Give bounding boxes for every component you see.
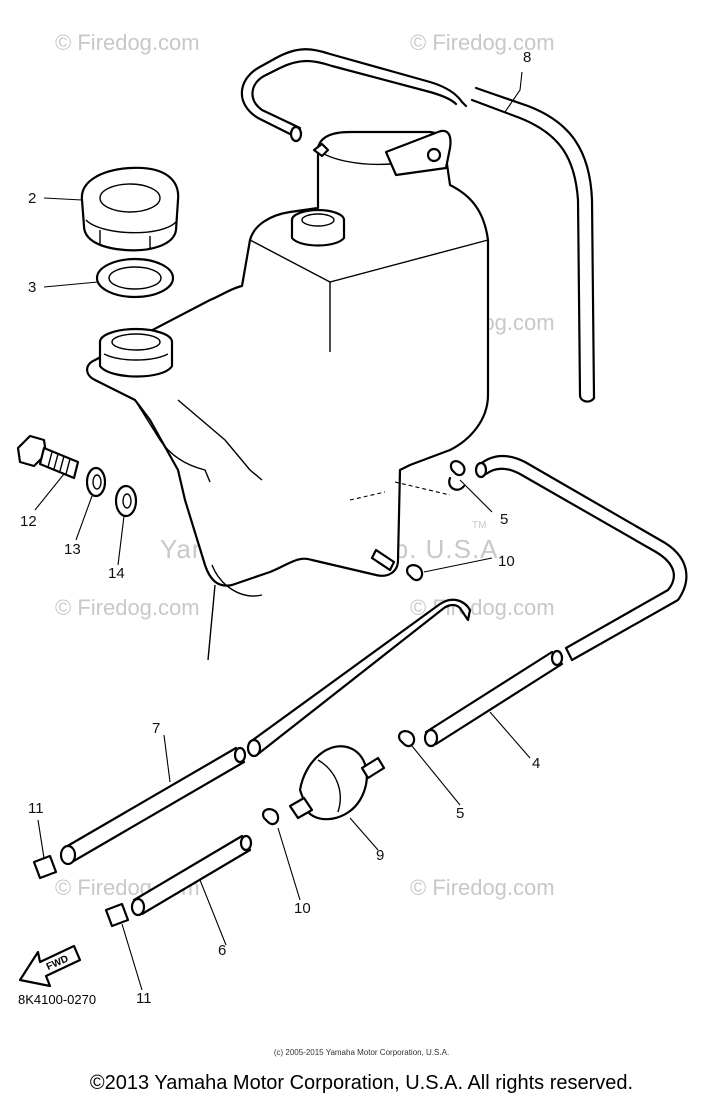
fwd-arrow: FWD bbox=[18, 944, 82, 988]
callout-13: 13 bbox=[64, 541, 81, 558]
footer-copyright: ©2013 Yamaha Motor Corporation, U.S.A. A… bbox=[89, 1072, 634, 1094]
watermark-tm: TM bbox=[472, 520, 486, 531]
callout-3: 3 bbox=[28, 279, 36, 296]
washer bbox=[114, 484, 138, 518]
callout-5-lower: 5 bbox=[456, 805, 464, 822]
callout-6: 6 bbox=[218, 942, 226, 959]
check-valve bbox=[288, 745, 386, 821]
tank-cap bbox=[80, 166, 180, 252]
hose-8 bbox=[240, 48, 596, 403]
callout-11-lower: 11 bbox=[136, 990, 152, 1007]
hose-7 bbox=[59, 598, 472, 866]
reservoir-tank bbox=[86, 129, 490, 661]
gasket bbox=[95, 257, 175, 299]
hose-6 bbox=[130, 834, 253, 917]
callout-10-upper: 10 bbox=[498, 553, 515, 570]
callout-14: 14 bbox=[108, 565, 125, 582]
watermark-mid-left: © Firedog.com bbox=[55, 595, 200, 620]
callout-10-lower: 10 bbox=[294, 900, 311, 917]
callout-8: 8 bbox=[523, 49, 531, 66]
callout-9: 9 bbox=[376, 847, 384, 864]
callout-7: 7 bbox=[152, 720, 160, 737]
callout-2: 2 bbox=[28, 190, 36, 207]
leader-lines bbox=[34, 71, 531, 991]
callout-numbers: 2 3 8 12 13 14 5 10 4 5 7 9 10 6 11 11 bbox=[20, 49, 540, 1007]
watermark-bottom-right: © Firedog.com bbox=[410, 875, 555, 900]
callout-11-upper: 11 bbox=[28, 800, 44, 817]
callout-12: 12 bbox=[20, 513, 37, 530]
callout-4: 4 bbox=[532, 755, 540, 772]
clips bbox=[32, 460, 466, 928]
watermark-top-right: © Firedog.com bbox=[410, 30, 555, 55]
lock-washer bbox=[85, 466, 107, 498]
small-copyright: (c) 2005-2015 Yamaha Motor Corporation, … bbox=[273, 1048, 450, 1057]
bolt bbox=[16, 434, 80, 480]
watermark-top-left: © Firedog.com bbox=[55, 30, 200, 55]
diagram-code: 8K4100-0270 bbox=[18, 992, 96, 1007]
callout-5-upper: 5 bbox=[500, 511, 508, 528]
hose-4 bbox=[423, 454, 688, 748]
